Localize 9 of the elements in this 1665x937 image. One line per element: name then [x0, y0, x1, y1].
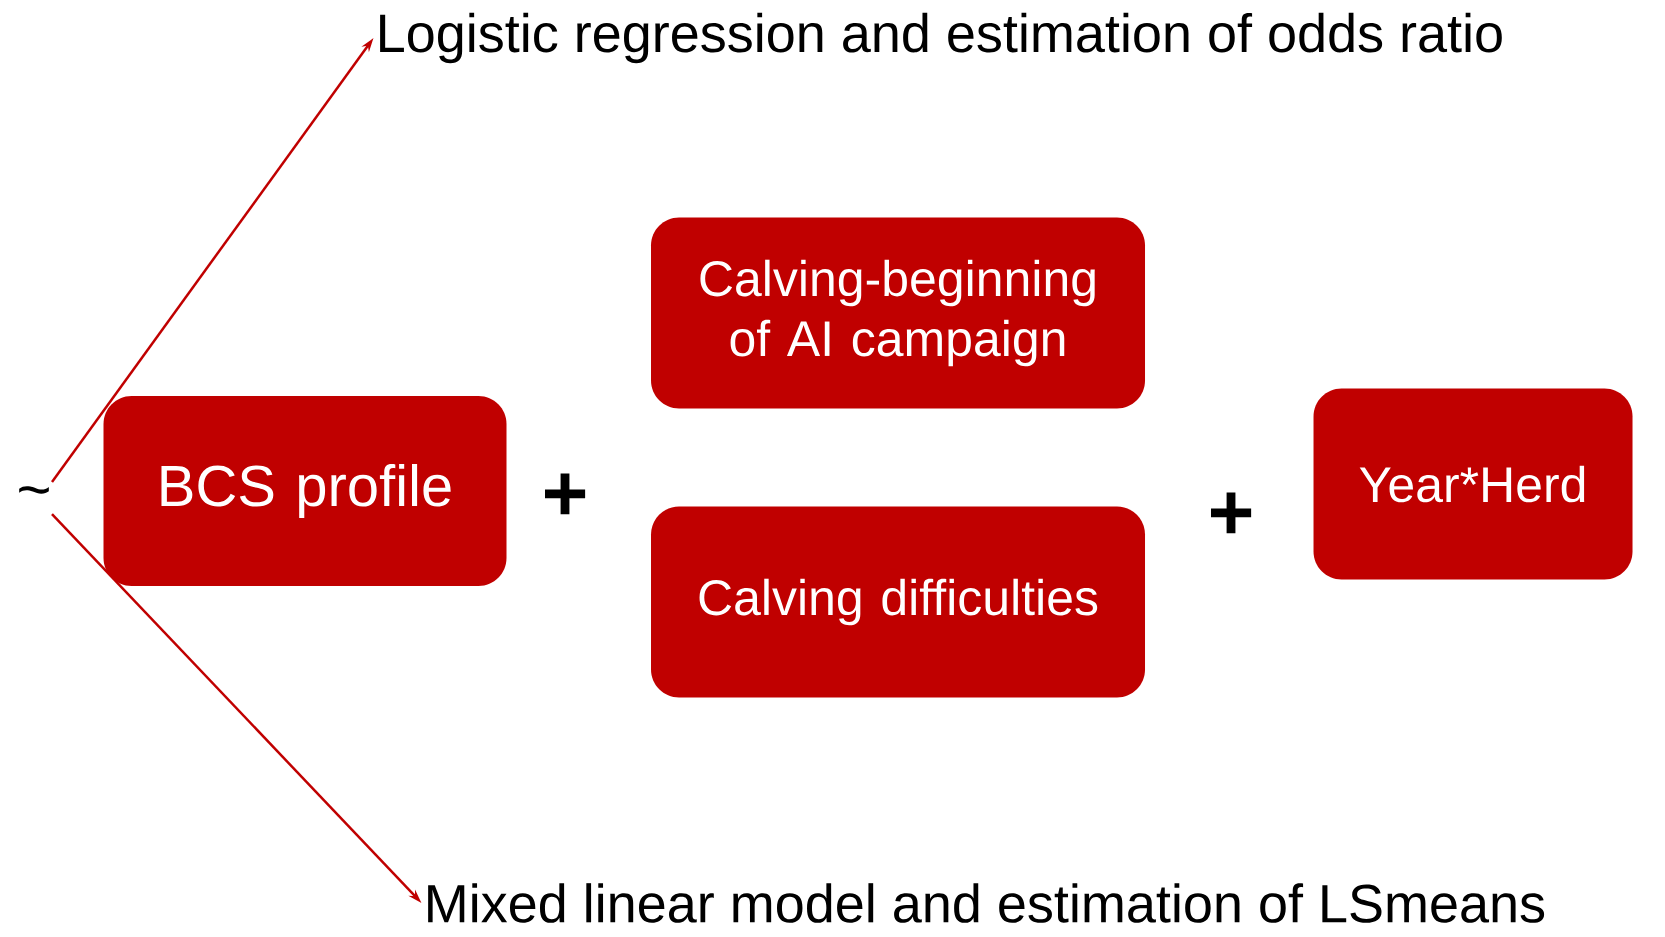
- process-box: Calving difficulties: [651, 506, 1145, 698]
- process-box: Calving-beginning of AI campaign: [651, 217, 1145, 409]
- process-box: Year*Herd: [1313, 388, 1633, 580]
- outcome-text: Logistic regression and estimation of odds ratio: [380, 12, 1502, 64]
- process-box: BCS profile: [103, 396, 507, 586]
- tilde-symbol: ~: [19, 486, 49, 494]
- plus-sign: +: [545, 473, 586, 515]
- outcome-text: Mixed linear model and estimation of LSmeans: [428, 883, 1545, 923]
- plus-sign: +: [1211, 492, 1252, 534]
